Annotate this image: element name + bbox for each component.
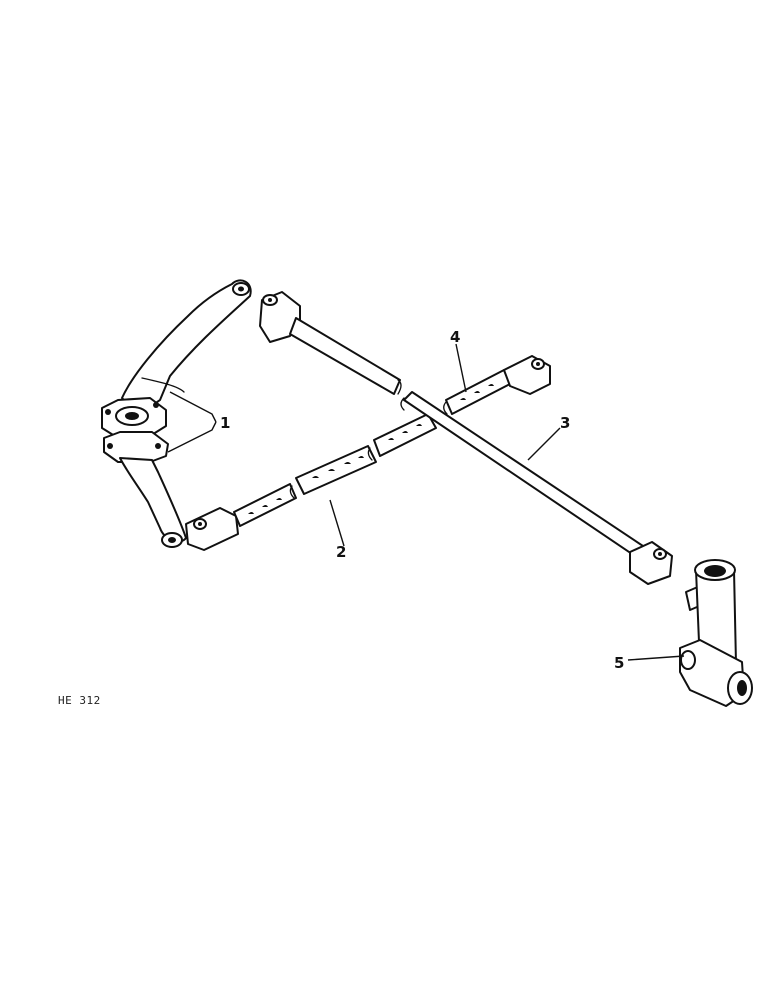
adjusting-rod-break-mark — [443, 401, 448, 415]
leader-3 — [527, 427, 561, 461]
leader-5 — [627, 655, 685, 661]
callout-3: 3 — [560, 414, 570, 432]
part-2-drag-link — [185, 413, 437, 551]
spindle-axle-bore — [737, 680, 747, 696]
spindle-top-bore — [704, 565, 726, 577]
callout-1: 1 — [220, 414, 230, 432]
callout-2: 2 — [336, 543, 346, 561]
figure-code: HE 312 — [58, 694, 101, 707]
drag-link-clevis-hole-left — [198, 522, 202, 526]
upper-steering-arm — [121, 279, 252, 408]
lower-clamp-bolt-right — [155, 443, 161, 449]
part-3-tie-rod — [400, 391, 673, 585]
tie-rod-clevis-right — [629, 541, 673, 585]
clamp-bore-hole — [125, 412, 139, 420]
adjusting-rod-ribs — [460, 384, 494, 400]
spindle-side-boss — [680, 650, 696, 670]
leader-lines — [167, 343, 685, 661]
tie-rod-break-mark — [400, 397, 405, 411]
clamp-bolt-left — [105, 409, 111, 415]
leader-2 — [329, 499, 345, 547]
callout-4: 4 — [450, 328, 460, 346]
upper-tie-rod — [259, 291, 402, 395]
drag-link-tube-left — [233, 483, 297, 527]
callout-5: 5 — [614, 654, 624, 672]
lower-clamp-bolt-left — [107, 443, 113, 449]
lower-clamp-plate — [103, 431, 169, 463]
clamp-bolt-right — [153, 402, 159, 408]
drag-link-ribs-right — [388, 424, 422, 440]
leader-1-lower — [167, 421, 217, 453]
tie-rod-body — [403, 391, 647, 559]
drag-link-break-marks — [289, 447, 373, 499]
upper-rod-break-mark — [397, 379, 402, 395]
lower-arm-eye-hole — [168, 537, 176, 543]
leader-1-upper — [169, 391, 217, 423]
lower-steering-arm — [119, 457, 187, 543]
leader-4 — [455, 343, 467, 393]
upper-arm-eye-hole — [238, 286, 244, 292]
upper-rod-body — [289, 317, 401, 395]
drag-link-ribs-left — [248, 498, 282, 514]
upper-rod-clevis-hole — [268, 298, 272, 302]
drag-link-tube-right — [373, 413, 437, 457]
adjusting-rod-clevis-hole — [536, 362, 540, 366]
drag-link-sleeve — [295, 445, 377, 495]
part-4-adjusting-rod — [443, 355, 551, 415]
tie-rod-clevis-hole — [658, 552, 662, 556]
part-1-steering-arms — [101, 279, 252, 548]
upper-arm-shading — [141, 377, 185, 393]
part-5-spindle — [679, 559, 753, 707]
drag-link-clevis-left — [185, 507, 239, 551]
